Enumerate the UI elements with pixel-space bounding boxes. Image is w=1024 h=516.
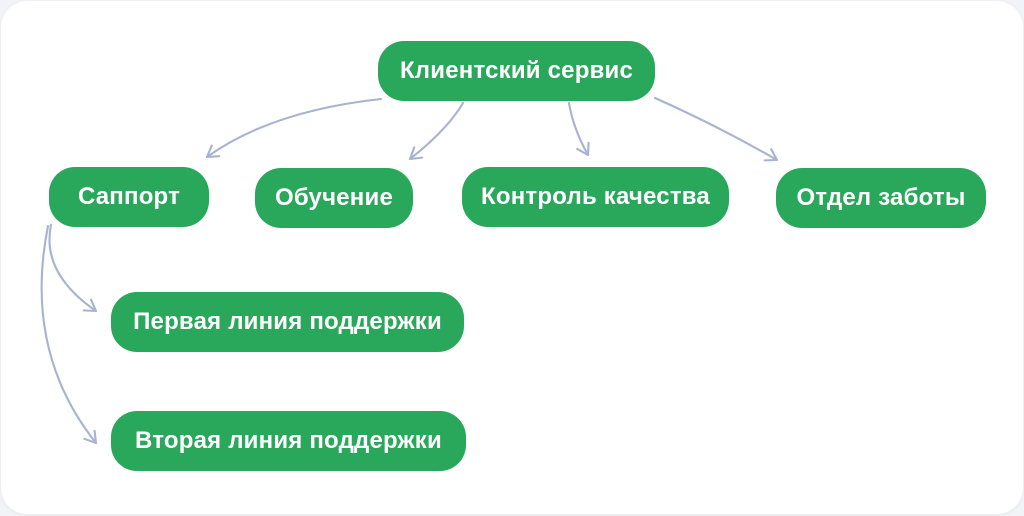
node-care-department: Отдел заботы bbox=[776, 168, 986, 228]
node-care-department-label: Отдел заботы bbox=[796, 184, 966, 211]
node-second-line-support-label: Вторая линия поддержки bbox=[135, 427, 442, 454]
edge-client-service-support bbox=[205, 97, 383, 159]
edge-support-first-line bbox=[48, 223, 98, 313]
edge-client-service-care-department bbox=[653, 96, 779, 162]
node-support-label: Саппорт bbox=[77, 183, 181, 210]
node-training: Обучение bbox=[255, 168, 413, 228]
node-second-line-support: Вторая линия поддержки bbox=[111, 411, 466, 471]
node-support: Саппорт bbox=[49, 167, 209, 227]
node-quality-control: Контроль качества bbox=[462, 167, 729, 227]
node-first-line-support-label: Первая линия поддержки bbox=[133, 308, 442, 335]
node-training-label: Обучение bbox=[274, 184, 393, 211]
node-client-service-label: Клиентский сервис bbox=[399, 57, 634, 84]
edge-client-service-training bbox=[408, 101, 465, 161]
edge-client-service-quality-control bbox=[567, 101, 590, 157]
edge-support-second-line bbox=[40, 224, 98, 445]
node-client-service: Клиентский сервис bbox=[378, 41, 655, 101]
node-first-line-support: Первая линия поддержки bbox=[111, 292, 464, 352]
node-quality-control-label: Контроль качества bbox=[481, 183, 710, 210]
